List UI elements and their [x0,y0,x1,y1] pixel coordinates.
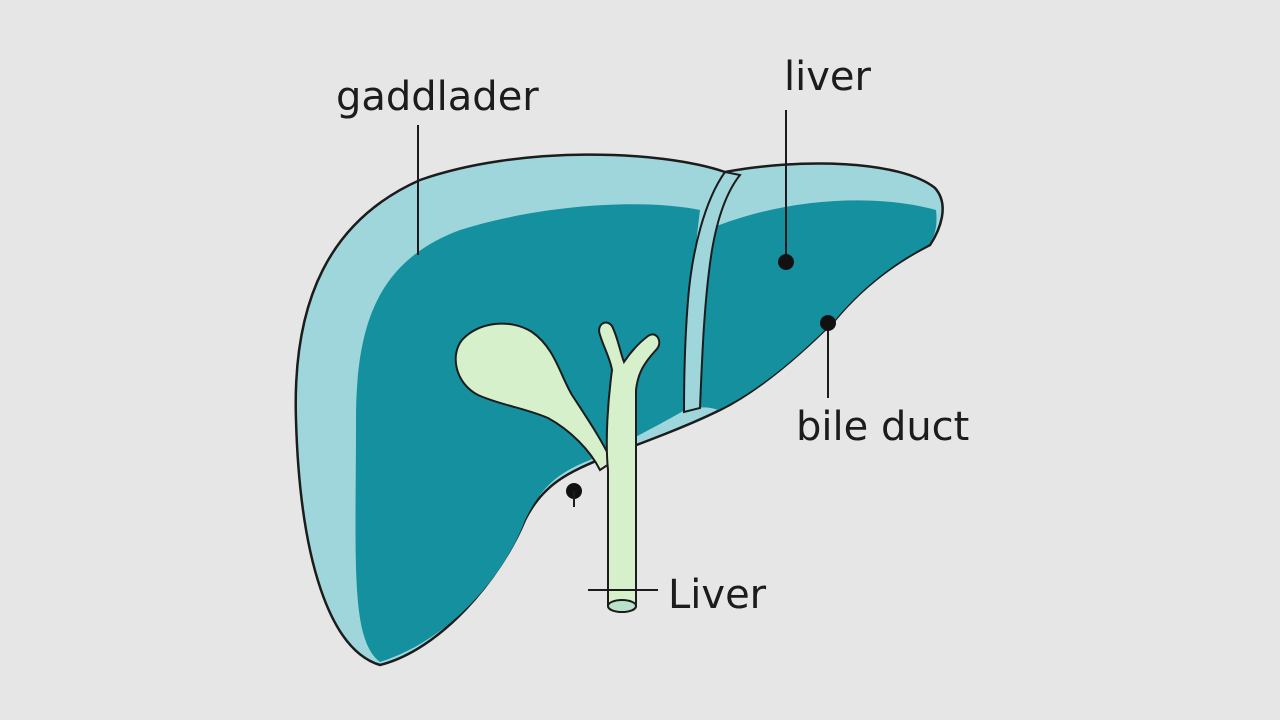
liver-marker-dot [778,254,794,270]
liver-top-label: liver [784,54,872,100]
bile-duct-opening [607,599,637,613]
bile-duct-tube [598,321,661,613]
bile-duct-marker-dot [820,315,836,331]
lobe-divider [682,170,742,414]
gallbladder-sac [454,322,614,472]
liver-bottom-label: Liver [668,572,767,618]
bile-duct-label: bile duct [796,404,969,450]
liver-inner-right [685,200,937,412]
liver-inner-left [355,204,700,662]
gallbladder-label: gaddlader [336,74,539,120]
